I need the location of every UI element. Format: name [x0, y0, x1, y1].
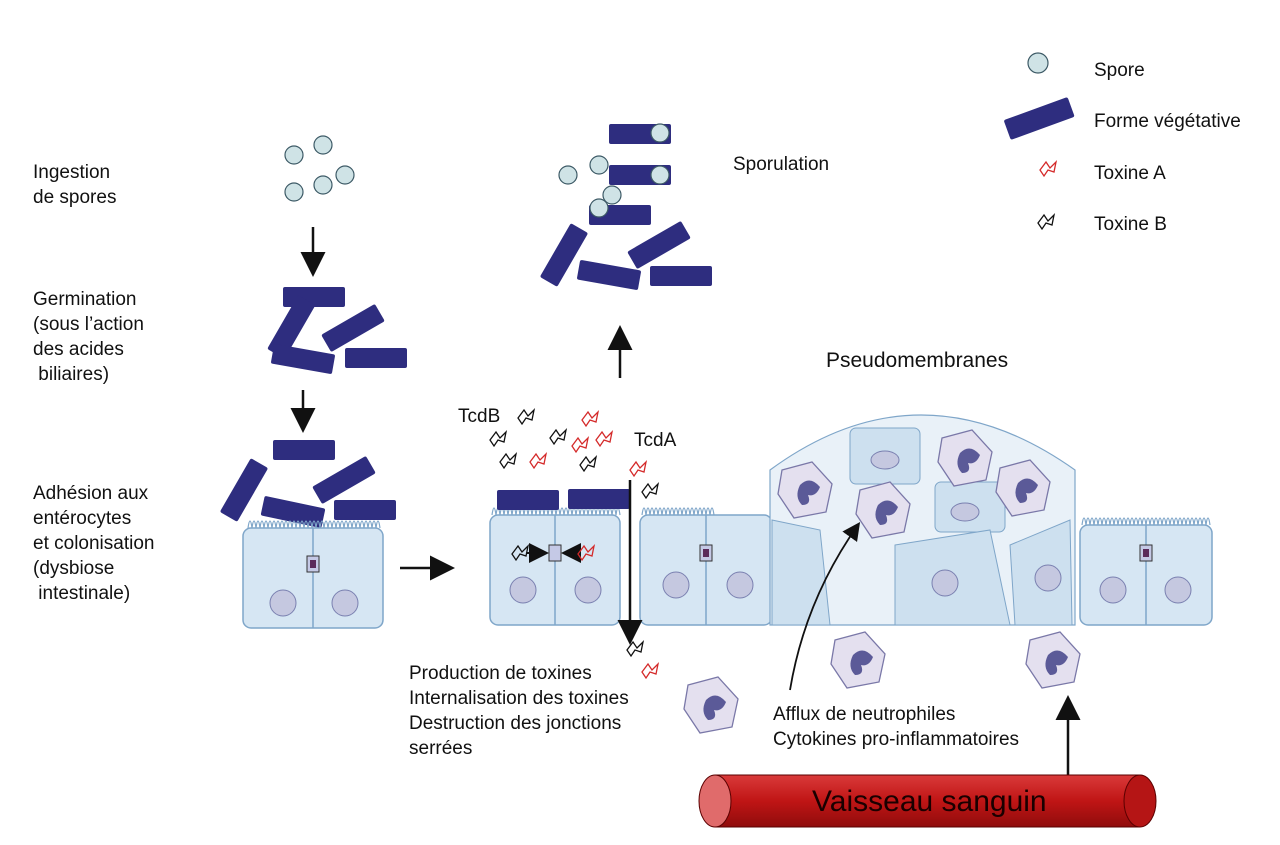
arrow-neutrophil-migration [789, 522, 861, 691]
legend-toxin-a-label: Toxine A [1094, 163, 1166, 184]
legend-spore-icon [1027, 52, 1049, 74]
step-ingestion-label: Ingestion de spores [33, 162, 117, 208]
vessel-label: Vaisseau sanguin [812, 785, 1047, 818]
legend-toxin-a-icon [1039, 160, 1058, 178]
legend-icons [1004, 52, 1075, 231]
surface-bacteria [497, 489, 630, 510]
ingested-spores [284, 135, 355, 202]
sporulating-bacteria [540, 123, 712, 290]
legend-toxin-b-icon [1037, 213, 1056, 231]
step-adhesion-label: Adhésion aux entérocytes et colonisation… [33, 483, 155, 604]
tcdb-label: TcdB [458, 406, 501, 427]
epithelium-right [1079, 517, 1213, 626]
pseudomembranes-label: Pseudomembranes [826, 349, 1009, 372]
legend-toxin-b-label: Toxine B [1094, 214, 1167, 235]
germinating-bacteria [267, 287, 407, 374]
tcda-label: TcdA [634, 430, 677, 451]
step-production-label: Production de toxines Internalisation de… [409, 663, 629, 759]
adherent-bacteria [220, 440, 396, 528]
legend-vegetative-icon [1004, 97, 1075, 140]
neutrophils [683, 429, 1081, 734]
step-afflux-label: Afflux de neutrophiles Cytokines pro-inf… [773, 704, 1020, 750]
epithelium-toxin [489, 507, 773, 626]
toxin-b-cluster [489, 408, 660, 658]
blood-vessel [698, 774, 1157, 828]
toxin-a-cluster [529, 410, 660, 680]
legend-spore-label: Spore [1094, 60, 1145, 81]
step-sporulation-label: Sporulation [733, 154, 830, 175]
pseudomembrane-region [769, 414, 1076, 626]
legend-vegetative-label: Forme végétative [1094, 111, 1241, 132]
step-germination-label: Germination (sous l’action des acides bi… [33, 289, 144, 385]
epithelium-initial [242, 520, 384, 629]
